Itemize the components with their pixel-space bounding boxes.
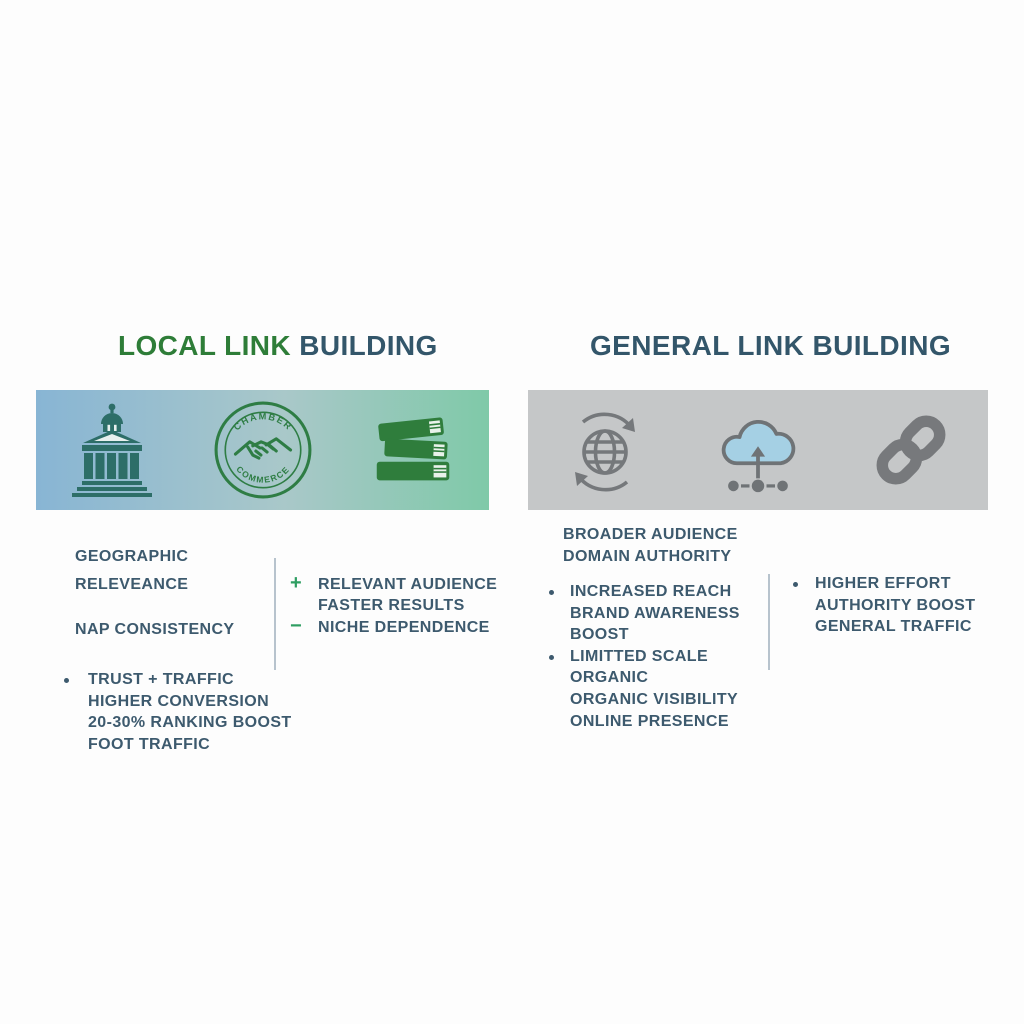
local-feature-line: NAP CONSISTENCY: [75, 621, 235, 638]
svg-text:CHAMBER: CHAMBER: [231, 411, 294, 432]
general-center-list: INCREASED REACH BRAND AWARENESS BOOST LI…: [570, 581, 740, 732]
local-link-building-title: LOCAL LINK BUILDING: [118, 330, 438, 362]
local-feature-line: RELEVEANCE: [75, 576, 189, 593]
general-center-line: ONLINE PRESENCE: [570, 712, 729, 730]
bullet-icon: [549, 590, 554, 595]
minus-icon: −: [290, 615, 303, 638]
pros-cons-text: RELEVANT AUDIENCE: [318, 576, 498, 593]
general-center-line: BRAND AWARENESS: [570, 604, 740, 622]
local-pros-cons-list: + RELEVANT AUDIENCE FASTER RESULTS − NIC…: [290, 572, 498, 638]
general-center-line: ORGANIC: [570, 669, 649, 687]
pros-cons-row: + RELEVANT AUDIENCE: [290, 572, 498, 595]
left-vertical-divider: [274, 558, 276, 670]
stamp-top-text: CHAMBER: [231, 411, 292, 432]
title-rest-text: BUILDING: [291, 330, 438, 361]
general-feature-line: BROADER AUDIENCE: [563, 526, 738, 543]
books-stack-icon: [362, 398, 466, 502]
general-right-line: HIGHER EFFORT: [815, 575, 951, 592]
pros-cons-row: − NICHE DEPENDENCE: [290, 616, 497, 638]
pros-cons-text: FASTER RESULTS: [318, 596, 465, 614]
pros-cons-text: NICHE DEPENDENCE: [318, 619, 490, 637]
pros-cons-row: FASTER RESULTS: [290, 595, 497, 617]
bullet-icon: [793, 582, 798, 587]
cloud-upload-network-icon: [706, 398, 810, 502]
bullet-icon: [549, 655, 554, 660]
general-features-list: BROADER AUDIENCE DOMAIN AUTHORITY: [563, 524, 738, 568]
general-center-line: BOOST: [570, 626, 629, 644]
title-accent-text: LOCAL LINK: [118, 330, 292, 361]
globe-sync-icon: [553, 398, 657, 502]
local-features-list: GEOGRAPHIC RELEVEANCE NAP CONSISTENCY: [75, 543, 235, 644]
plus-icon: +: [290, 572, 303, 594]
right-vertical-divider: [768, 574, 770, 670]
general-link-building-title: GENERAL LINK BUILDING: [590, 330, 951, 361]
local-benefit-line: FOOT TRAFFIC: [88, 735, 211, 753]
general-right-line: GENERAL TRAFFIC: [815, 618, 972, 636]
local-benefit-line: HIGHER CONVERSION: [88, 692, 270, 710]
general-center-line: LIMITTED SCALE: [570, 647, 709, 665]
bullet-icon: [64, 678, 69, 683]
general-right-line: AUTHORITY BOOST: [815, 596, 976, 614]
general-feature-line: DOMAIN AUTHORITY: [563, 548, 732, 565]
local-benefits-list: TRUST + TRAFFIC HIGHER CONVERSION 20-30%…: [88, 669, 292, 755]
general-right-list: HIGHER EFFORT AUTHORITY BOOST GENERAL TR…: [815, 573, 975, 638]
government-building-icon: [60, 398, 164, 502]
general-banner: [528, 390, 988, 510]
local-benefit-line: 20-30% RANKING BOOST: [88, 714, 292, 732]
chain-link-icon: [859, 398, 963, 502]
local-benefit-line: TRUST + TRAFFIC: [88, 671, 234, 688]
local-feature-line: GEOGRAPHIC: [75, 548, 189, 565]
general-center-line: INCREASED REACH: [570, 583, 732, 600]
general-center-line: ORGANIC VISIBILITY: [570, 690, 739, 708]
chamber-of-commerce-stamp-icon: CHAMBER COMMERCE: [211, 398, 315, 502]
local-banner: CHAMBER COMMERCE: [36, 390, 489, 510]
